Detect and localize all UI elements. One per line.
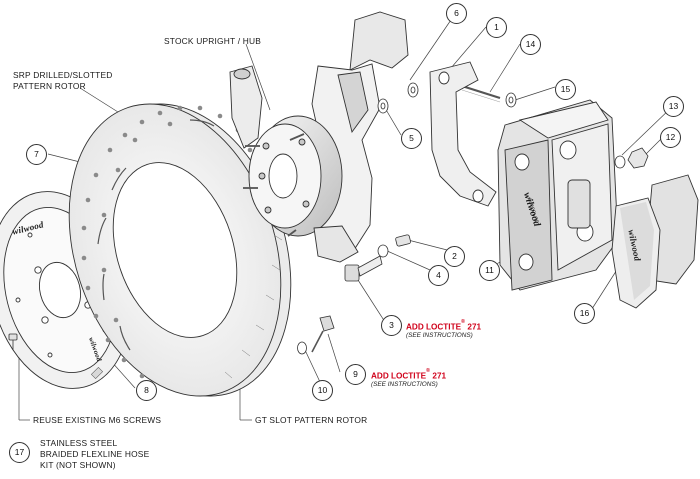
callout-2: 2 xyxy=(444,246,465,267)
loctite-number: 271 xyxy=(430,371,447,381)
callout-10: 10 xyxy=(312,380,333,401)
label-srp-rotor-line2: PATTERN ROTOR xyxy=(13,81,86,91)
callout-1: 1 xyxy=(486,17,507,38)
loctite-note-bolt-3: ADD LOCTITE® 271 (SEE INSTRUCTIONS) xyxy=(406,318,481,340)
callout-12: 12 xyxy=(660,127,681,148)
upright-hub-drawing xyxy=(229,11,409,263)
callout-5: 5 xyxy=(401,128,422,149)
callout-17: 17 xyxy=(9,442,30,463)
bleeder-drawing xyxy=(614,147,649,169)
loctite-note-bolt-9: ADD LOCTITE® 271 (SEE INSTRUCTIONS) xyxy=(371,367,446,389)
loctite-number: 271 xyxy=(465,322,482,332)
callout-3: 3 xyxy=(381,315,402,336)
label-gt-slot-rotor: GT SLOT PATTERN ROTOR xyxy=(255,415,368,425)
callout-13: 13 xyxy=(663,96,684,117)
loctite-text: ADD LOCTITE xyxy=(371,371,427,381)
hardware-drawing xyxy=(297,82,517,355)
loctite-reg: ® xyxy=(461,319,466,325)
leader-lines xyxy=(18,13,674,421)
note-17-line1: STAINLESS STEEL xyxy=(40,438,118,448)
caliper-drawing xyxy=(497,99,619,291)
loctite-reg: ® xyxy=(426,368,431,374)
callout-9: 9 xyxy=(345,364,366,385)
label-stock-upright-hub: STOCK UPRIGHT / HUB xyxy=(164,36,262,46)
note-17-line3: KIT (NOT SHOWN) xyxy=(40,460,116,470)
callout-8: 8 xyxy=(136,380,157,401)
callout-14: 14 xyxy=(520,34,541,55)
m6-screw-drawing xyxy=(8,333,18,350)
loctite-text: ADD LOCTITE xyxy=(406,322,462,332)
loctite-instructions: (SEE INSTRUCTIONS) xyxy=(371,381,438,389)
callout-4: 4 xyxy=(428,265,449,286)
callout-7: 7 xyxy=(26,144,47,165)
note-17-line2: BRAIDED FLEXLINE HOSE xyxy=(40,449,150,459)
label-reuse-m6-screws: REUSE EXISTING M6 SCREWS xyxy=(33,415,162,425)
callout-6: 6 xyxy=(446,3,467,24)
callout-11: 11 xyxy=(479,260,500,281)
callout-15: 15 xyxy=(555,79,576,100)
callout-16: 16 xyxy=(574,303,595,324)
brake-pads-drawing xyxy=(611,174,699,309)
rotor-drawing xyxy=(68,103,292,397)
mounting-bracket-drawing xyxy=(429,61,497,207)
loctite-instructions: (SEE INSTRUCTIONS) xyxy=(406,332,473,340)
label-srp-rotor-line1: SRP DRILLED/SLOTTED xyxy=(13,70,113,80)
